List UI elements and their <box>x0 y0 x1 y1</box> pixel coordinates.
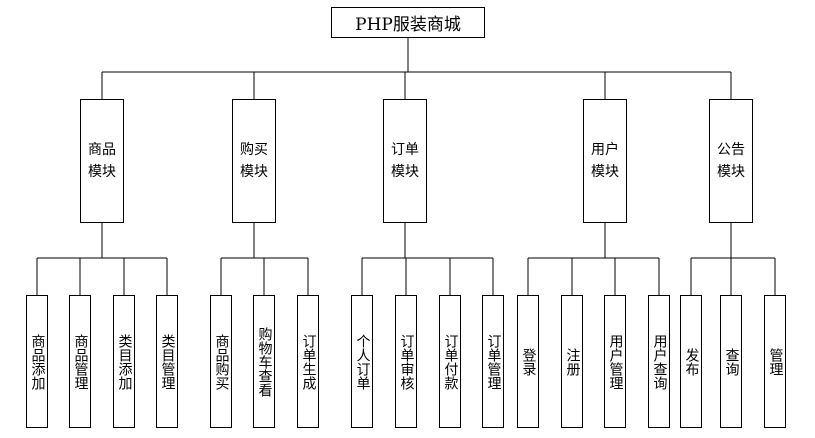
leaf-node-user-query: 用户查询 <box>648 295 670 428</box>
leaf-node-order-review: 订单审核 <box>395 295 417 428</box>
module-node-orders: 订单 模块 <box>383 99 427 223</box>
leaf-node-query: 查询 <box>720 295 742 428</box>
module-node-users: 用户 模块 <box>583 99 627 223</box>
leaf-node-product-manage: 商品管理 <box>69 295 91 428</box>
leaf-node-personal-orders: 个人订单 <box>351 295 373 428</box>
leaf-node-publish: 发布 <box>680 295 702 428</box>
leaf-node-category-add: 类目添加 <box>113 295 135 428</box>
leaf-node-login: 登录 <box>517 295 539 428</box>
module-node-announcements: 公告 模块 <box>709 99 753 223</box>
module-node-purchase: 购买 模块 <box>232 99 276 223</box>
leaf-node-register: 注册 <box>561 295 583 428</box>
leaf-node-product-purchase: 商品购买 <box>210 295 232 428</box>
leaf-node-category-manage: 类目管理 <box>156 295 178 428</box>
leaf-node-cart-view: 购物车查看 <box>253 295 275 428</box>
leaf-node-order-payment: 订单付款 <box>439 295 461 428</box>
leaf-node-order-generate: 订单生成 <box>297 295 319 428</box>
leaf-node-order-manage: 订单管理 <box>482 295 504 428</box>
root-node: PHP服装商城 <box>331 7 485 38</box>
leaf-node-user-manage: 用户管理 <box>604 295 626 428</box>
leaf-node-manage: 管理 <box>764 295 786 428</box>
module-node-products: 商品 模块 <box>80 99 124 223</box>
leaf-node-product-add: 商品添加 <box>26 295 48 428</box>
